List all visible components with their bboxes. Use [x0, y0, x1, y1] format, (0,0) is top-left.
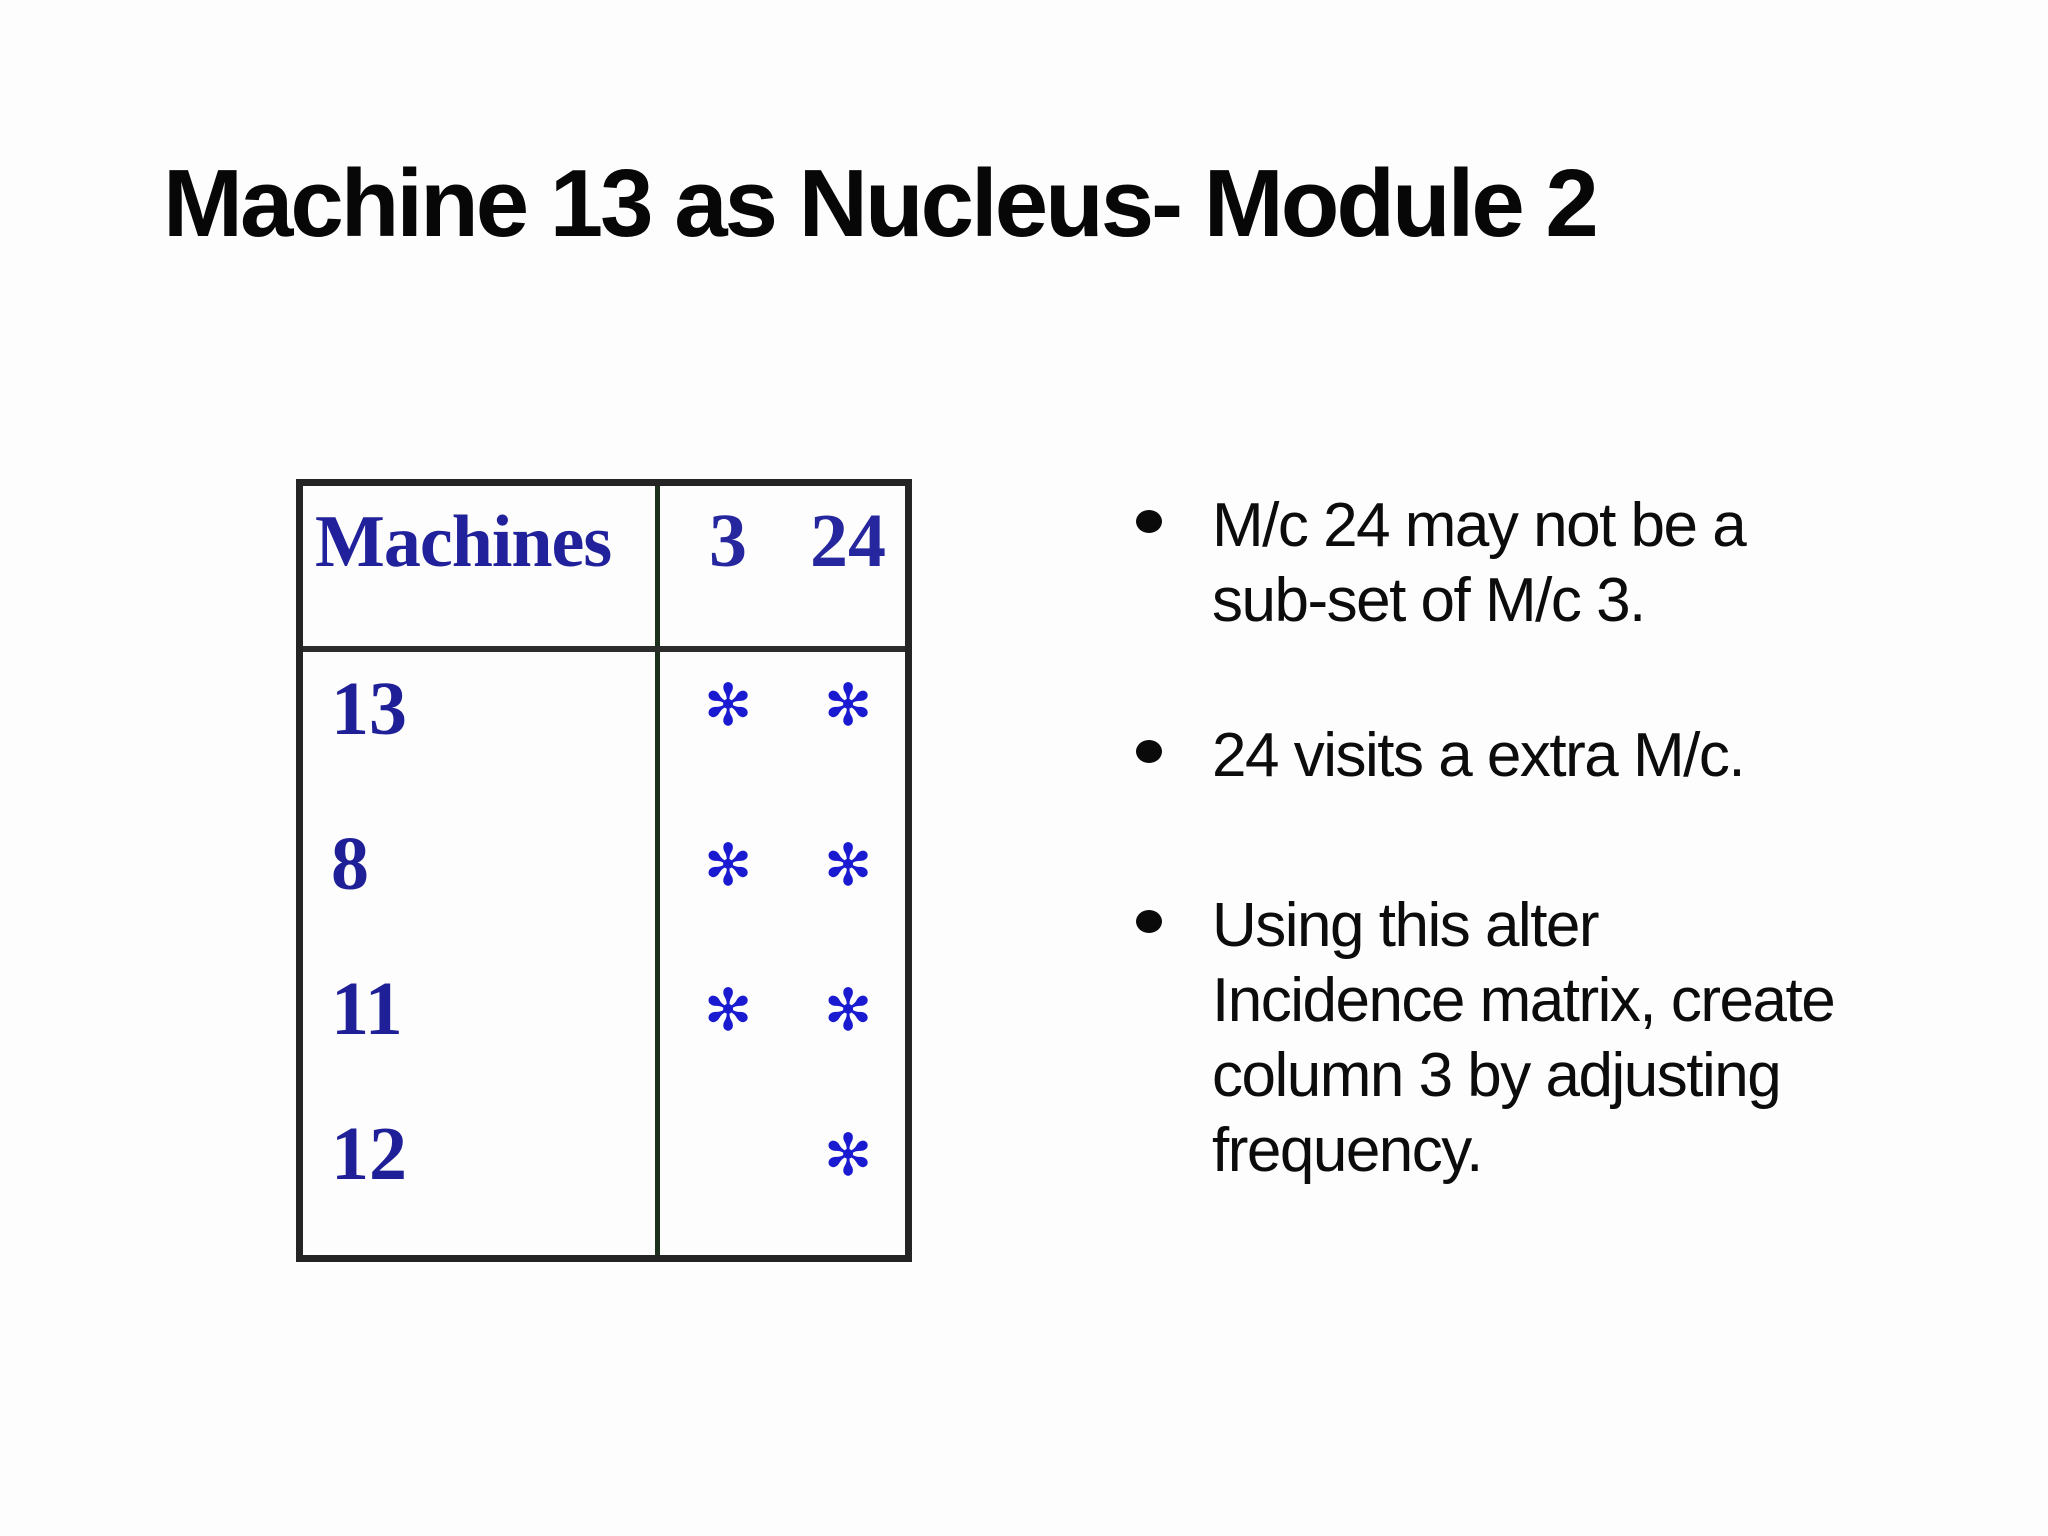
star-icon: ✻	[823, 831, 873, 899]
bullet-text: 24 visits a extra M/c.	[1212, 721, 1746, 790]
table-row-machine-11: 11	[331, 967, 403, 1051]
bullet-dot-icon	[1136, 740, 1162, 763]
table-row-machine-8: 8	[331, 822, 369, 906]
star-icon: ✻	[703, 831, 753, 899]
incidence-table: Machines 3 24 13 ✻ ✻ 8 ✻ ✻ 11 ✻ ✻ 12 ✻	[296, 479, 912, 1262]
star-icon: ✻	[703, 671, 753, 739]
bullet-item: M/c 24 may not be a sub-set of M/c 3.	[1132, 488, 1952, 638]
star-icon: ✻	[703, 976, 753, 1044]
bullet-text: Using this alter Incidence matrix, creat…	[1212, 891, 1836, 1185]
bullet-text: M/c 24 may not be a sub-set of M/c 3.	[1212, 491, 1747, 635]
bullet-dot-icon	[1136, 510, 1162, 533]
star-icon: ✻	[823, 976, 873, 1044]
table-row-machine-12: 12	[331, 1112, 407, 1196]
table-header-divider	[303, 646, 905, 652]
table-row-machine-13: 13	[331, 667, 407, 751]
bullet-dot-icon	[1136, 910, 1162, 933]
bullet-item: Using this alter Incidence matrix, creat…	[1132, 888, 1952, 1188]
table-header-machines: Machines	[315, 501, 612, 583]
table-header-col-3: 3	[709, 499, 747, 583]
bullet-item: 24 visits a extra M/c.	[1132, 718, 1952, 793]
table-header-col-24: 24	[810, 499, 886, 583]
slide-title: Machine 13 as Nucleus- Module 2	[163, 150, 1599, 257]
table-column-divider	[655, 486, 660, 1255]
star-icon: ✻	[823, 671, 873, 739]
star-icon: ✻	[823, 1121, 873, 1189]
